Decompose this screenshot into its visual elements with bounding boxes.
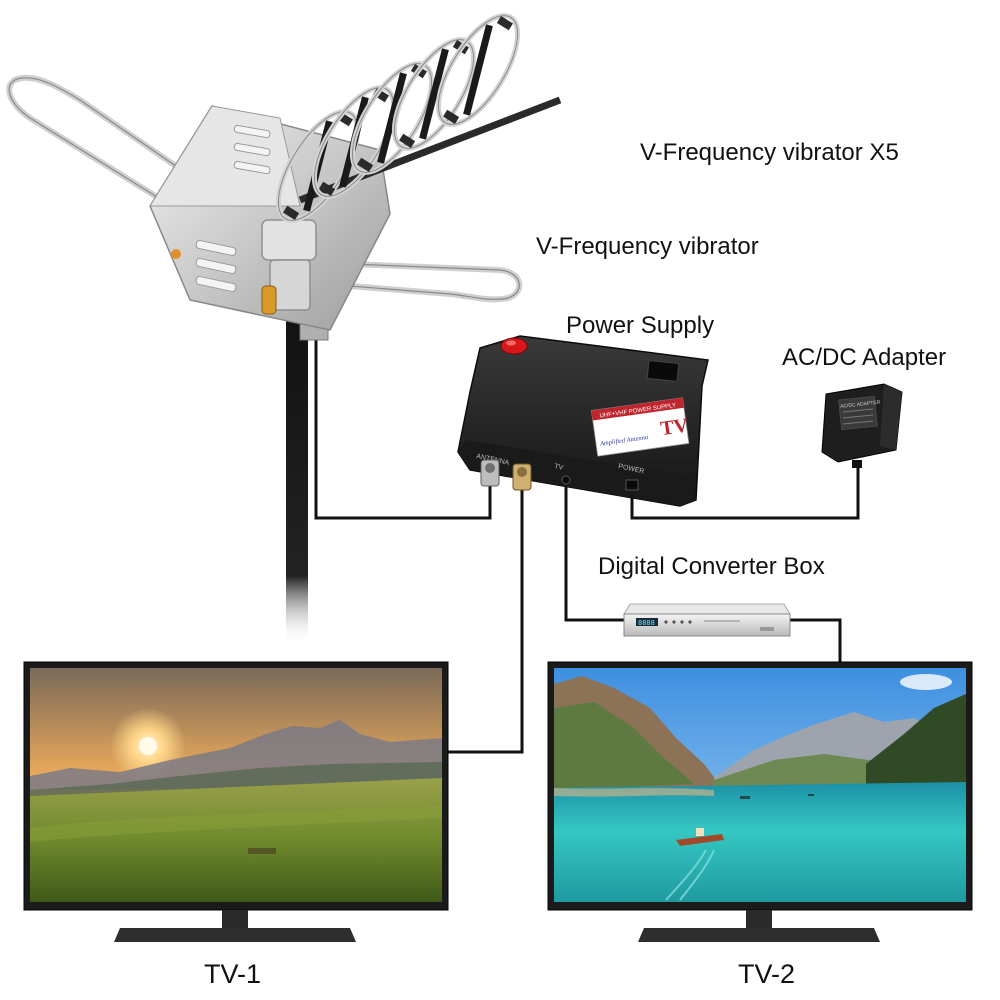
label-tv-1: TV-1: [204, 959, 262, 989]
tv1-stand-base: [114, 928, 356, 942]
port-label-tv: TV: [554, 463, 565, 472]
antenna-pole: [286, 300, 308, 645]
adapter-sticker-text: AC/DC ADAPTER: [840, 400, 881, 410]
tv-1: [23, 661, 449, 942]
cable-supply-to-tv1: [446, 482, 524, 754]
cable-supply-to-converter: [564, 482, 628, 622]
housing-vents: [195, 124, 271, 293]
brass-connector: [261, 285, 277, 315]
power-button-red: [500, 337, 528, 355]
label-v-frequency-vibrator-x5: V-Frequency vibrator X5: [640, 139, 899, 166]
converter-box-body: [623, 613, 791, 637]
power-supply-box: UHF+VHF POWER SUPPLY TV Amplified Antenn…: [457, 335, 709, 507]
coax-port-antenna: [480, 459, 500, 487]
supply-sticker: UHF+VHF POWER SUPPLY TV Amplified Antenn…: [590, 397, 690, 457]
tv-jack: [561, 475, 571, 485]
label-tv-2: TV-2: [738, 959, 796, 989]
label-ac-dc-adapter: AC/DC Adapter: [782, 344, 947, 371]
v-element-5: [435, 13, 521, 127]
converter-display: 8888: [638, 619, 655, 627]
tv-2: [547, 661, 973, 942]
label-v-frequency-vibrator: V-Frequency vibrator: [536, 233, 759, 260]
sticker-brand: TV: [659, 414, 690, 440]
ac-dc-adapter: AC/DC ADAPTER: [821, 383, 903, 468]
cables: [314, 330, 860, 754]
power-jack: [625, 479, 639, 491]
antenna: [6, 13, 562, 645]
coax-port-tv: [512, 463, 532, 491]
tv2-boat: [676, 828, 724, 846]
v-frequency-vibrators: [275, 13, 521, 223]
label-power-supply: Power Supply: [566, 312, 715, 339]
cable-adapter-to-supply: [630, 460, 860, 520]
tv2-screen: [554, 668, 966, 902]
rocker-switch: [646, 360, 680, 382]
tv2-stand-base: [638, 928, 880, 942]
cable-antenna-to-supply: [314, 330, 492, 520]
tv2-stand-neck: [746, 910, 772, 928]
rotor-collar: [261, 219, 317, 261]
label-digital-converter-box: Digital Converter Box: [598, 553, 825, 580]
cable-converter-to-tv2: [788, 618, 842, 662]
tv1-screen: [30, 668, 442, 902]
tv1-stand-neck: [222, 910, 248, 928]
digital-converter-box: 8888: [623, 603, 791, 637]
